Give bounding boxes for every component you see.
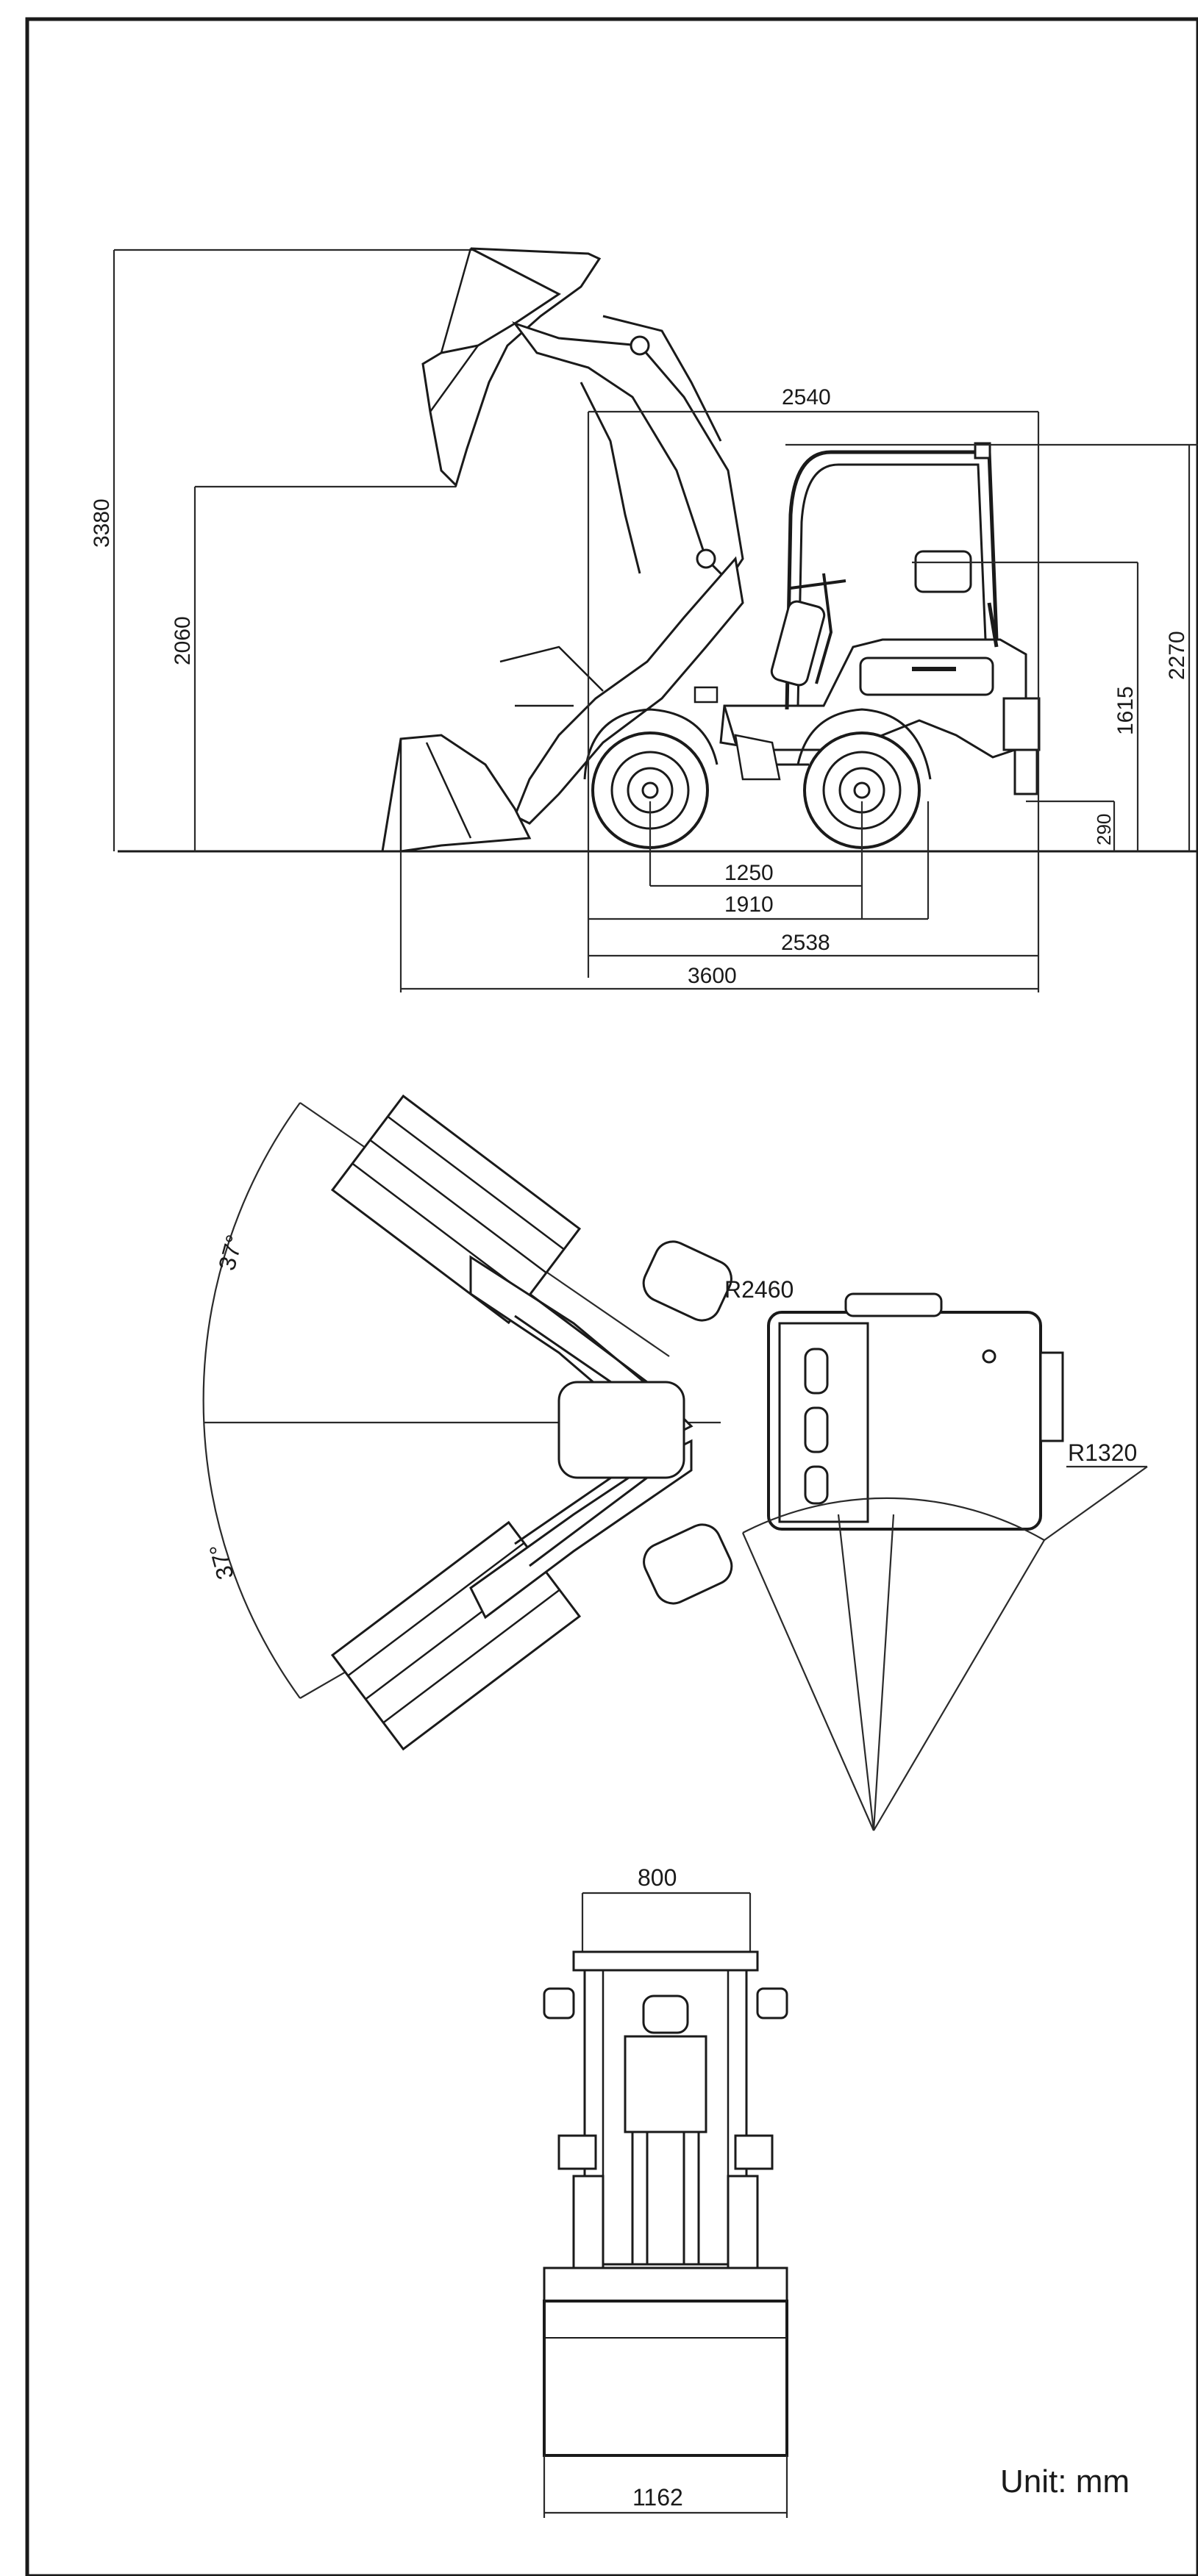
- front-bucket: [543, 2300, 788, 2457]
- label-2270: 2270: [1165, 631, 1189, 680]
- label-3600: 3600: [688, 964, 737, 988]
- label-2540: 2540: [782, 385, 831, 409]
- raised-lift-arm: [511, 321, 744, 583]
- outer-turn-arc: [202, 1102, 301, 1699]
- label-1910: 1910: [724, 892, 774, 917]
- label-3380: 3380: [90, 498, 114, 548]
- side-view: [113, 247, 1198, 992]
- label-2060: 2060: [171, 616, 195, 665]
- top-view: [202, 1094, 1148, 1831]
- lowered-lift-arm: [513, 556, 744, 825]
- front-wheel: [591, 731, 709, 849]
- label-1162: 1162: [632, 2484, 683, 2511]
- raised-bucket: [421, 247, 602, 487]
- label-1250: 1250: [724, 861, 774, 885]
- label-1615: 1615: [1113, 686, 1138, 735]
- label-290: 290: [1093, 814, 1115, 845]
- front-view: [543, 1892, 788, 2518]
- label-angle-top: 37°: [213, 1232, 248, 1273]
- label-r1320: R1320: [1068, 1439, 1137, 1466]
- lowered-bucket: [381, 734, 532, 853]
- inner-turn-arc: [742, 1497, 1045, 1541]
- cab-frame: [785, 450, 999, 710]
- sheet-border: [25, 17, 1198, 2576]
- unit-note: Unit: mm: [1000, 2464, 1130, 2500]
- label-800: 800: [638, 1864, 677, 1891]
- label-r2460: R2460: [724, 1276, 794, 1303]
- label-angle-bottom: 37°: [204, 1541, 238, 1582]
- label-2538: 2538: [781, 931, 830, 955]
